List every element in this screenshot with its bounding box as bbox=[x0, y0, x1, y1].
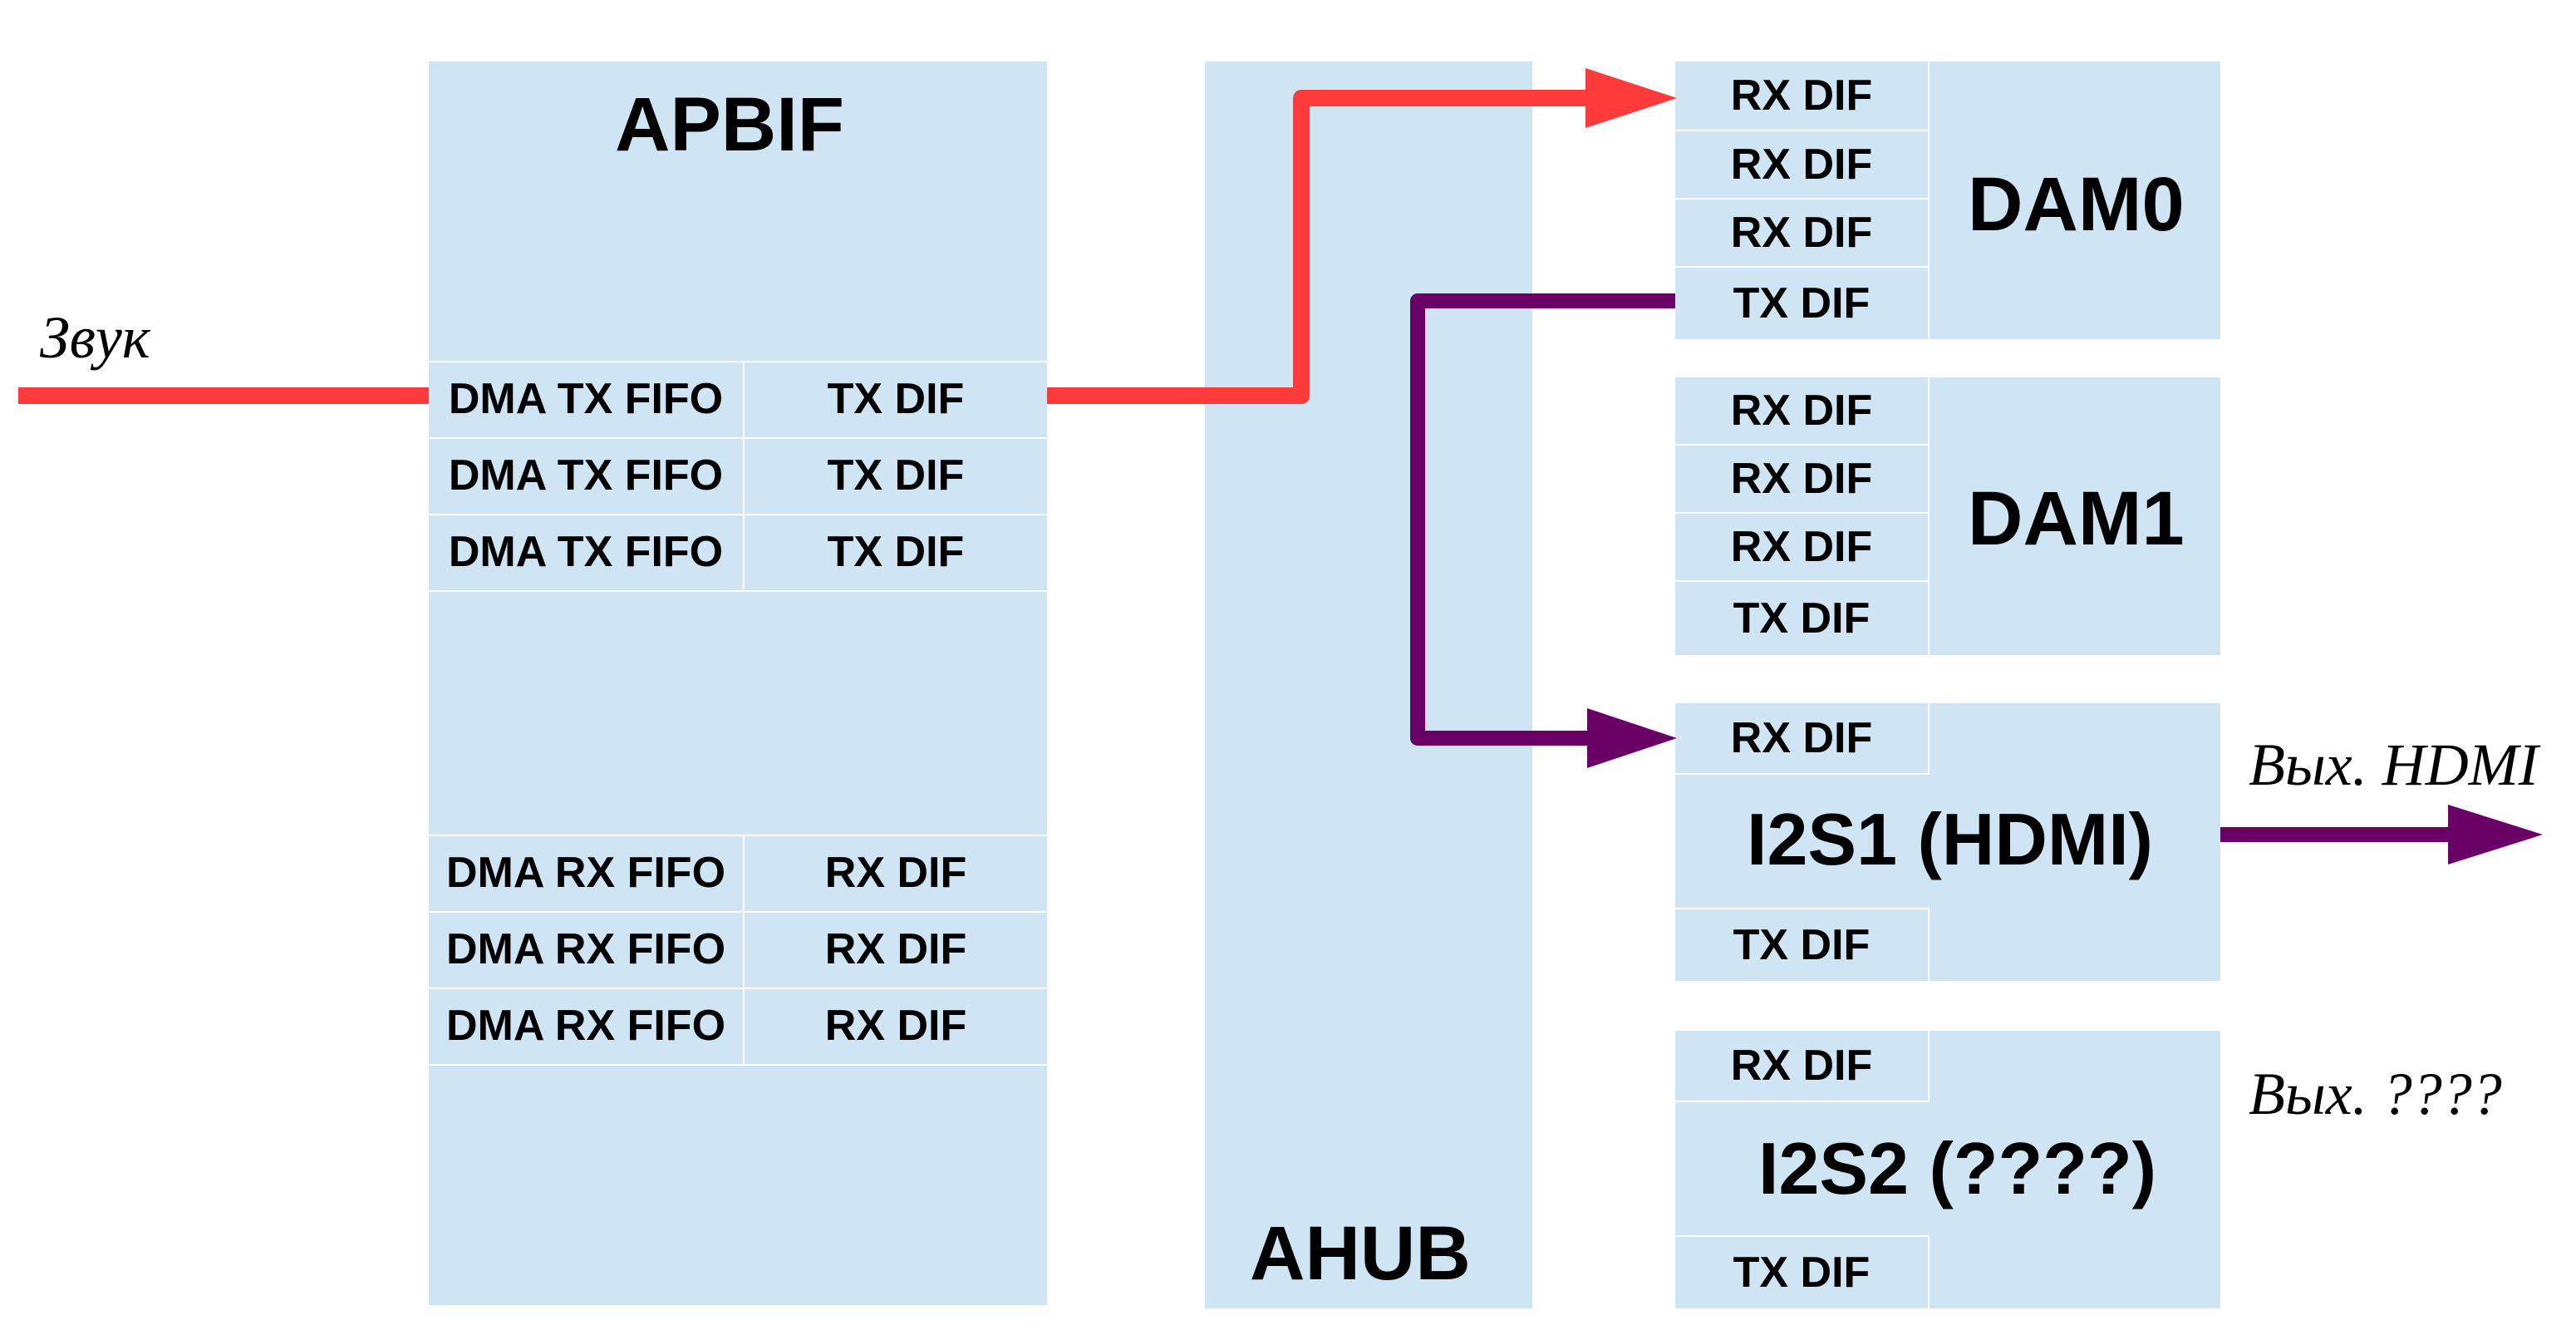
row-divider bbox=[1675, 266, 1930, 268]
apbif-to-dam0-wire bbox=[1047, 90, 1594, 404]
dam0-dif-1: RX DIF bbox=[1675, 131, 1930, 198]
dam1-dif-0: RX DIF bbox=[1675, 377, 1930, 444]
dam1-title: DAM1 bbox=[1968, 476, 2185, 561]
ahub-block bbox=[1205, 62, 1532, 1308]
dam0-dif-3: TX DIF bbox=[1675, 268, 1930, 339]
row-divider bbox=[429, 437, 1047, 439]
row-divider bbox=[1675, 1101, 1930, 1102]
input-label: Звук bbox=[40, 304, 150, 371]
apbif-rx-dif-1: RX DIF bbox=[824, 925, 967, 973]
row-divider bbox=[1675, 580, 1930, 582]
apbif-rx-fifo-1: DMA RX FIFO bbox=[429, 911, 745, 988]
i2s1-rx-arrowhead bbox=[1587, 708, 1677, 768]
hdmi-output-label: Вых. HDMI bbox=[2249, 732, 2539, 798]
apbif-rx-fifo-0: DMA RX FIFO bbox=[429, 835, 745, 911]
dam1-dif-1: RX DIF bbox=[1675, 446, 1930, 512]
dam1-block bbox=[1675, 377, 2220, 655]
row-divider bbox=[429, 514, 1047, 515]
hdmi-path bbox=[1410, 293, 2470, 842]
dam0-dif-0: RX DIF bbox=[1675, 62, 1930, 130]
row-divider bbox=[1675, 773, 1930, 775]
row-divider bbox=[1675, 512, 1930, 514]
row-divider bbox=[1675, 908, 1930, 909]
apbif-title: APBIF bbox=[615, 82, 844, 167]
row-divider bbox=[429, 835, 1047, 836]
apbif-tx-dif-0: TX DIF bbox=[827, 375, 965, 423]
i2s1-title: I2S1 (HDMI) bbox=[1747, 798, 2153, 880]
hdmi-output-arrowhead bbox=[2448, 805, 2543, 864]
dam0-dif-2: RX DIF bbox=[1675, 200, 1930, 266]
row-divider bbox=[429, 911, 1047, 913]
row-divider bbox=[429, 361, 1047, 362]
apbif-tx-fifo-0: DMA TX FIFO bbox=[429, 361, 745, 437]
apbif-rx-fifo-2: DMA RX FIFO bbox=[429, 988, 745, 1064]
apbif-tx-fifo-2: DMA TX FIFO bbox=[429, 514, 745, 590]
row-divider bbox=[429, 590, 1047, 592]
dam0-to-i2s1-wire bbox=[1410, 293, 1675, 746]
ahub-title: AHUB bbox=[1250, 1211, 1471, 1296]
i2s2-title: I2S2 (????) bbox=[1758, 1127, 2157, 1209]
row-divider bbox=[429, 988, 1047, 989]
apbif-tx-dif-2: TX DIF bbox=[827, 528, 965, 576]
row-divider bbox=[1675, 130, 1930, 131]
apbif-tx-fifo-1: DMA TX FIFO bbox=[429, 437, 745, 514]
apbif-rx-dif-0: RX DIF bbox=[824, 849, 967, 897]
row-divider bbox=[1675, 1235, 1930, 1237]
i2s1-tx-dif: TX DIF bbox=[1675, 909, 1930, 981]
dam1-dif-3: TX DIF bbox=[1675, 582, 1930, 655]
row-divider bbox=[1675, 198, 1930, 200]
apbif-rx-dif-2: RX DIF bbox=[824, 1002, 967, 1050]
dam0-title: DAM0 bbox=[1968, 162, 2185, 247]
unknown-output-label: Вых. ???? bbox=[2249, 1061, 2502, 1127]
i2s1-rx-dif: RX DIF bbox=[1675, 703, 1930, 773]
playback-path bbox=[18, 90, 1594, 404]
dam0-rx-arrowhead bbox=[1585, 68, 1677, 128]
dam0-block bbox=[1675, 62, 2220, 339]
i2s1-block bbox=[1675, 703, 2220, 981]
i2s2-block bbox=[1675, 1031, 2220, 1308]
i2s2-tx-dif: TX DIF bbox=[1675, 1237, 1930, 1308]
row-divider bbox=[1675, 444, 1930, 446]
dam1-dif-2: RX DIF bbox=[1675, 514, 1930, 580]
i2s2-rx-dif: RX DIF bbox=[1675, 1031, 1930, 1101]
apbif-block bbox=[429, 62, 1047, 1305]
apbif-tx-dif-1: TX DIF bbox=[827, 451, 965, 500]
row-divider bbox=[429, 1064, 1047, 1066]
